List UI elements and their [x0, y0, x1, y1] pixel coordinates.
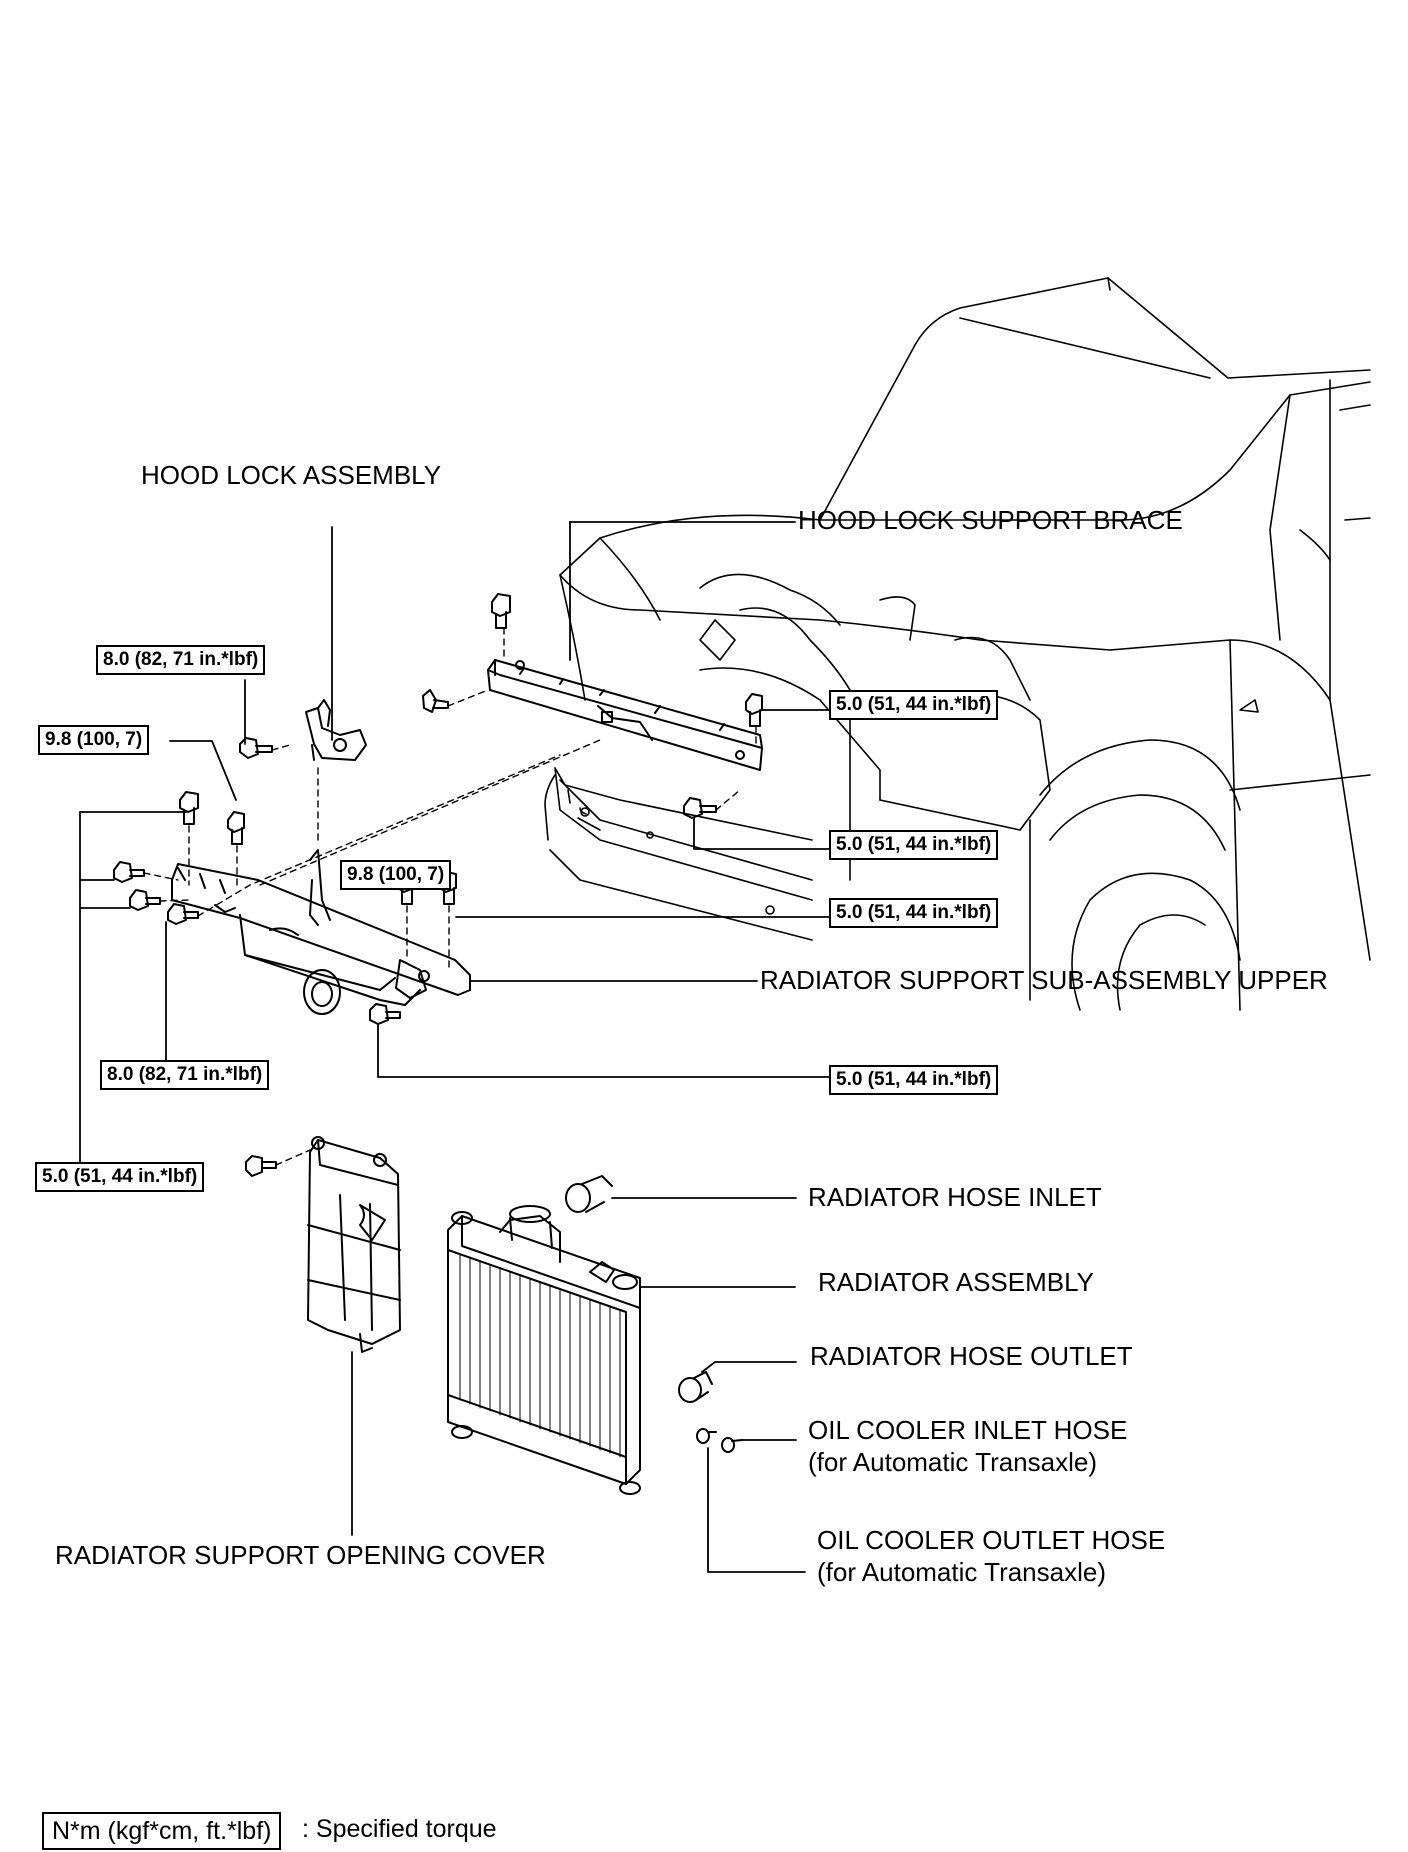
radiator-support-upper-drawing: [171, 849, 471, 1015]
bolt-cover: [245, 1155, 277, 1177]
label-hood-lock-assembly: HOOD LOCK ASSEMBLY: [141, 460, 442, 490]
alignment-dashes: [143, 627, 757, 1166]
label-radiator-support-opening-cover: RADIATOR SUPPORT OPENING COVER: [55, 1540, 546, 1570]
hood-lock-support-brace-drawing: [487, 659, 763, 771]
label-radiator-hose-inlet: RADIATOR HOSE INLET: [808, 1182, 1102, 1212]
hoses-drawing: [565, 1175, 743, 1453]
torque-brace-lower-bolt: 5.0 (51, 44 in.*lbf): [829, 830, 999, 860]
bolt-brace-lower: [683, 797, 717, 819]
leader-lines: [79, 521, 831, 1573]
label-oil-cooler-inlet-hose-note: (for Automatic Transaxle): [808, 1447, 1097, 1477]
torque-side-bolt-lower: 8.0 (82, 71 in.*lbf): [100, 1060, 270, 1090]
label-radiator-assembly: RADIATOR ASSEMBLY: [818, 1267, 1094, 1297]
label-radiator-support-sub-assembly-upper: RADIATOR SUPPORT SUB-ASSEMBLY UPPER: [760, 965, 1328, 995]
label-radiator-hose-outlet: RADIATOR HOSE OUTLET: [810, 1341, 1133, 1371]
torque-upper-left-bolt: 9.8 (100, 7): [38, 725, 150, 755]
torque-center-bolt-a: 9.8 (100, 7): [340, 860, 452, 890]
bolt-support-lower: [369, 1003, 401, 1025]
bolt-brace-top: [491, 593, 511, 629]
bolt-side-a: [113, 861, 145, 883]
bolt-hood-lock: [239, 737, 273, 759]
label-oil-cooler-outlet-hose: OIL COOLER OUTLET HOSE: [817, 1525, 1166, 1555]
torque-center-bolt-b: 5.0 (51, 44 in.*lbf): [829, 898, 999, 928]
radiator-assembly-drawing: [447, 1205, 641, 1495]
bolt-upper-left-b: [227, 811, 245, 845]
hood-lock-assembly-drawing: [305, 699, 367, 761]
torque-hood-lock-bolt: 8.0 (82, 71 in.*lbf): [96, 645, 266, 675]
label-oil-cooler-inlet-hose: OIL COOLER INLET HOSE: [808, 1415, 1128, 1445]
bolt-side-b: [129, 889, 161, 911]
bolt-upper-left-a: [179, 791, 199, 825]
label-hood-lock-support-brace: HOOD LOCK SUPPORT BRACE: [798, 505, 1183, 535]
torque-brace-top-bolt: 5.0 (51, 44 in.*lbf): [829, 690, 999, 720]
opening-cover-drawing: [307, 1136, 401, 1353]
torque-cover-bolt: 5.0 (51, 44 in.*lbf): [35, 1162, 205, 1192]
label-oil-cooler-outlet-hose-note: (for Automatic Transaxle): [817, 1557, 1106, 1587]
bolt-side-c: [167, 903, 199, 925]
legend-description: : Specified torque: [302, 1815, 497, 1843]
torque-support-lower-bolt: 5.0 (51, 44 in.*lbf): [829, 1065, 999, 1095]
bolt-brace-right: [745, 693, 763, 727]
vehicle-outline: [544, 277, 1371, 1011]
bolt-brace-side: [422, 689, 449, 713]
legend-unit-box: N*m (kgf*cm, ft.*lbf): [42, 1812, 282, 1850]
